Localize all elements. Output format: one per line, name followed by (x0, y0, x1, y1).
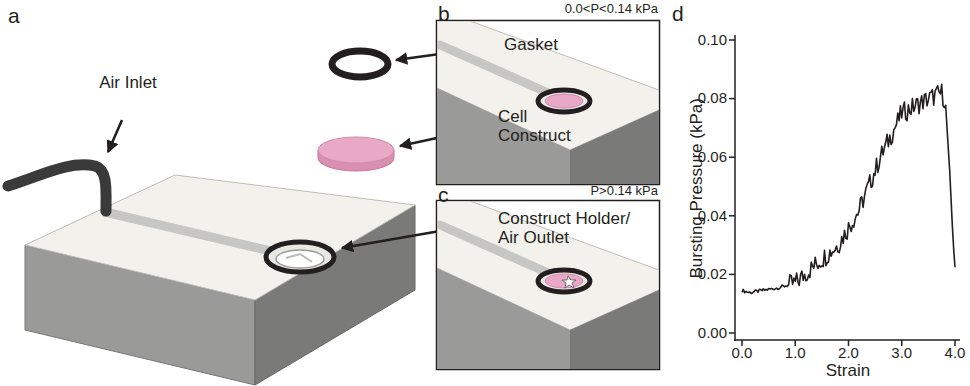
tick-label: 0.0 (732, 345, 753, 362)
chart-axes (734, 35, 960, 341)
panel-letter: d (672, 2, 684, 25)
panel-letter: b (438, 2, 450, 25)
part-label: Air Inlet (98, 74, 158, 93)
cell-construct (318, 137, 394, 171)
part-label: Gasket (504, 36, 558, 55)
device-closeup (437, 21, 659, 184)
part-label: Cell Construct (498, 108, 578, 145)
condition-label: P>0.14 kPa (590, 184, 658, 198)
tick-label: 0.10 (698, 32, 727, 49)
data-line (742, 84, 955, 293)
rupture-mark (562, 276, 576, 288)
axis-title: Strain (826, 362, 870, 381)
gasket-ring (332, 51, 388, 77)
part-label: Construct Holder/ Air Outlet (498, 210, 648, 247)
device-block (8, 165, 415, 385)
tick-label: 0.02 (698, 266, 727, 283)
tick-label: 1.0 (785, 345, 806, 362)
panel-frame (437, 201, 660, 370)
device-closeup (437, 201, 659, 369)
tick-label: 3.0 (891, 345, 912, 362)
tick-label: 0.00 (698, 325, 727, 342)
axis-ticks (729, 40, 955, 346)
tick-label: 2.0 (838, 345, 859, 362)
tick-label: 0.06 (698, 149, 727, 166)
tick-label: 0.08 (698, 90, 727, 107)
panel-letter: c (438, 183, 449, 206)
axis-title: Bursting Pressure (kPa) (688, 98, 707, 278)
panel-letter: a (8, 4, 20, 27)
condition-label: 0.0<P<0.14 kPa (565, 2, 658, 16)
tick-label: 0.04 (698, 208, 727, 225)
tick-label: 4.0 (945, 345, 966, 362)
